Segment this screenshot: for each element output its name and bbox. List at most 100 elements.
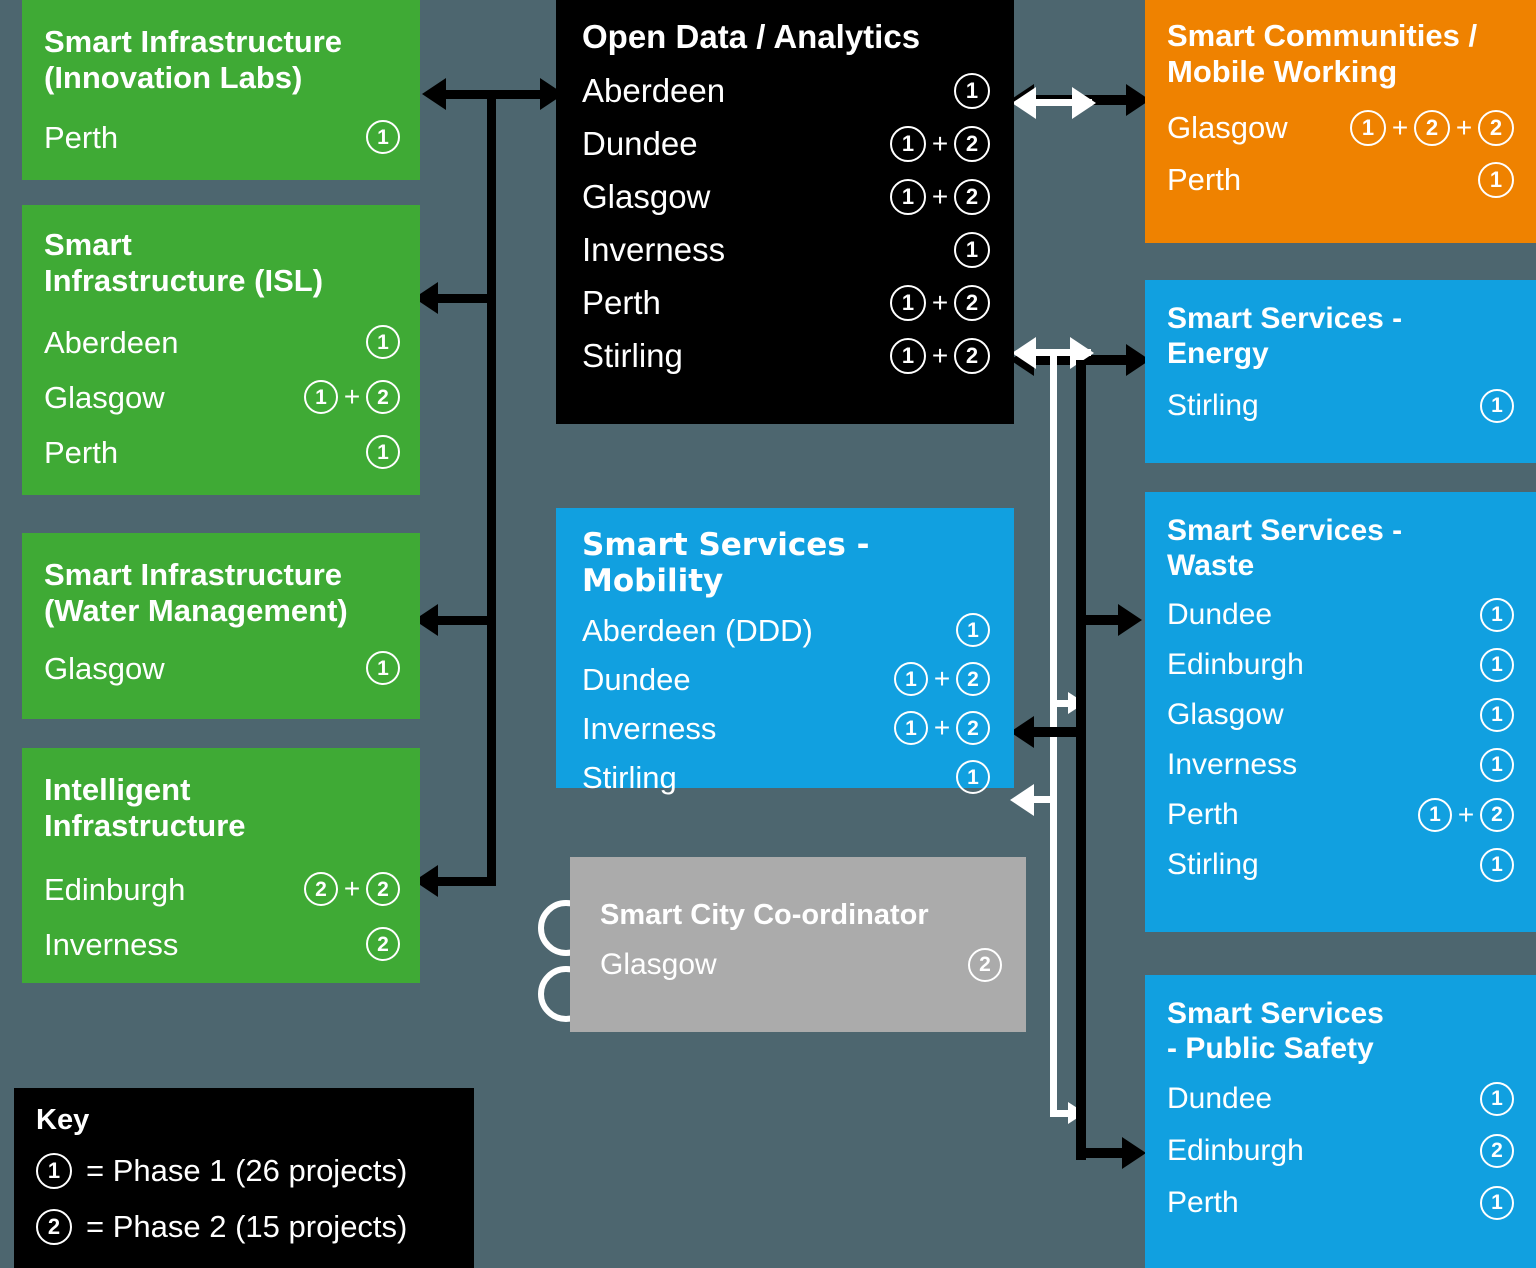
phase-badges: 1 — [1480, 847, 1514, 882]
phase-badge-1: 1 — [1480, 747, 1514, 782]
box-title: Smart Services - Mobility — [582, 527, 870, 599]
box-smart-services-waste[interactable]: Smart Services - Waste Dundee 1 Edinburg… — [1145, 492, 1536, 932]
white-branch-bottom-line — [1050, 1110, 1084, 1117]
phase-badge-2: 2 — [954, 125, 990, 162]
phase-badge-1: 2 — [304, 872, 338, 907]
city-row: Glasgow 1 + 2 + 2 — [1167, 102, 1514, 154]
box-smart-communities-mobile-working[interactable]: Smart Communities / Mobile Working Glasg… — [1145, 0, 1536, 243]
box-smart-services-energy[interactable]: Smart Services - Energy Stirling 1 — [1145, 280, 1536, 463]
phase-badge-1: 1 — [366, 120, 400, 155]
phase-badge-2: 2 — [954, 284, 990, 321]
city-label: Edinburgh — [44, 871, 186, 907]
phase-badges: 1 + 2 — [890, 125, 990, 162]
box-smart-services-public-safety[interactable]: Smart Services - Public Safety Dundee 1 … — [1145, 975, 1536, 1268]
white-branch-mid-line — [1050, 700, 1084, 707]
city-label: Perth — [1167, 162, 1242, 198]
box-open-data-analytics[interactable]: Open Data / Analytics Aberdeen 1 Dundee … — [556, 0, 1014, 424]
phase-badge-1: 1 — [304, 380, 338, 415]
phase-badges: 1 — [1480, 388, 1514, 423]
city-row: Perth 1 + 2 — [1167, 790, 1514, 840]
city-label: Inverness — [44, 926, 179, 962]
arrow-head-left-mobility — [1010, 716, 1034, 748]
phase-badge-1: 2 — [968, 947, 1002, 982]
city-row: Perth 1 — [44, 425, 400, 480]
phase-badge-2: 2 — [1414, 109, 1450, 146]
box-title: Intelligent Infrastructure — [44, 772, 246, 843]
phase-badge-2: 2 — [1480, 797, 1514, 832]
phase-badge-1: 1 — [1350, 109, 1386, 146]
plus-symbol: + — [931, 127, 949, 159]
box-smart-infrastructure-water-management[interactable]: Smart Infrastructure (Water Management) … — [22, 533, 420, 719]
phase-badges: 1 + 2 + 2 — [1350, 109, 1514, 146]
phase-badge-1: 1 — [366, 435, 400, 470]
phase-badge-2: 2 — [954, 178, 990, 215]
plus-symbol: + — [931, 339, 949, 371]
phase-badges: 1 — [956, 760, 990, 795]
city-label: Stirling — [582, 337, 683, 375]
phase-badge-2: 2 — [36, 1209, 72, 1245]
city-row: Stirling 1 — [1167, 382, 1514, 430]
box-smart-infrastructure-innovation-labs[interactable]: Smart Infrastructure (Innovation Labs) P… — [22, 0, 420, 180]
plus-symbol: + — [343, 381, 361, 413]
city-label: Aberdeen — [582, 72, 726, 110]
connector-bus-to-mobility-line — [1030, 727, 1082, 737]
city-row: Perth 1 — [44, 114, 400, 161]
city-row: Glasgow 1 + 2 — [582, 170, 990, 223]
city-rows: Aberdeen 1 Glasgow 1 + 2 Perth 1 — [44, 315, 400, 480]
city-rows: Aberdeen 1 Dundee 1 + 2 Glasgow 1 + 2 — [582, 64, 990, 382]
city-label: Stirling — [1167, 388, 1259, 422]
city-label: Glasgow — [1167, 697, 1284, 731]
phase-badges: 2 — [1480, 1133, 1514, 1168]
box-title: Smart City Co-ordinator — [600, 899, 929, 931]
phase-badges: 1 — [1480, 1081, 1514, 1116]
box-intelligent-infrastructure[interactable]: Intelligent Infrastructure Edinburgh 2 +… — [22, 748, 420, 983]
phase-badge-2: 2 — [956, 711, 990, 746]
arrow-head-left-innovationlabs — [422, 78, 446, 110]
phase-badge-1: 1 — [954, 231, 990, 268]
phase-badges: 1 — [366, 325, 400, 360]
phase-badges: 1 + 2 — [894, 662, 990, 697]
box-title: Smart Infrastructure (Innovation Labs) — [44, 24, 343, 95]
white-branch-left-line — [1030, 796, 1057, 803]
city-row: Inverness 1 — [582, 223, 990, 276]
phase-badge-1: 1 — [956, 760, 990, 795]
city-label: Dundee — [1167, 1081, 1273, 1115]
city-row: Dundee 1 + 2 — [582, 117, 990, 170]
phase-badge-1: 1 — [894, 662, 928, 697]
city-row: Stirling 1 — [582, 753, 990, 802]
city-label: Dundee — [582, 661, 691, 697]
city-label: Stirling — [582, 759, 677, 795]
plus-symbol: + — [1391, 111, 1409, 143]
city-row: Glasgow 1 — [1167, 690, 1514, 740]
city-row: Stirling 1 — [1167, 840, 1514, 890]
connector-bus-to-publicsafety-line — [1080, 1148, 1132, 1158]
phase-badges: 2 — [366, 927, 400, 962]
city-rows: Stirling 1 — [1167, 382, 1514, 430]
phase-badges: 2 — [968, 947, 1002, 982]
phase-badges: 1 + 2 — [894, 711, 990, 746]
connector-bus-to-water-line — [437, 616, 495, 625]
phase-badge-1: 1 — [1480, 697, 1514, 732]
city-rows: Aberdeen (DDD) 1 Dundee 1 + 2 Inverness … — [582, 606, 990, 802]
box-smart-infrastructure-isl[interactable]: Smart Infrastructure (ISL) Aberdeen 1 Gl… — [22, 205, 420, 495]
phase-badge-1: 1 — [890, 337, 926, 374]
phase-badges: 1 + 2 — [890, 337, 990, 374]
plus-symbol: + — [1455, 111, 1473, 143]
box-smart-city-coordinator[interactable]: Smart City Co-ordinator Glasgow 2 — [570, 857, 1026, 1032]
city-label: Aberdeen (DDD) — [582, 612, 813, 648]
city-label: Inverness — [582, 231, 726, 269]
phase-badge-1: 1 — [1478, 161, 1514, 198]
legend-entry: 1 = Phase 1 (26 projects) — [36, 1143, 456, 1199]
phase-badges: 1 — [366, 435, 400, 470]
box-smart-services-mobility[interactable]: Smart Services - Mobility Aberdeen (DDD)… — [556, 508, 1014, 795]
plus-symbol: + — [1457, 798, 1475, 830]
phase-badge-1: 1 — [894, 711, 928, 746]
phase-badges: 1 — [1480, 747, 1514, 782]
phase-badge-1: 1 — [1480, 1081, 1514, 1116]
arrow-head-left-white-mobility — [1010, 784, 1034, 816]
phase-badge-2: 2 — [366, 380, 400, 415]
box-title: Smart Services - Waste — [1167, 514, 1403, 582]
connector-opendata-energy-white-line — [1029, 349, 1091, 356]
city-label: Perth — [1167, 1185, 1239, 1219]
